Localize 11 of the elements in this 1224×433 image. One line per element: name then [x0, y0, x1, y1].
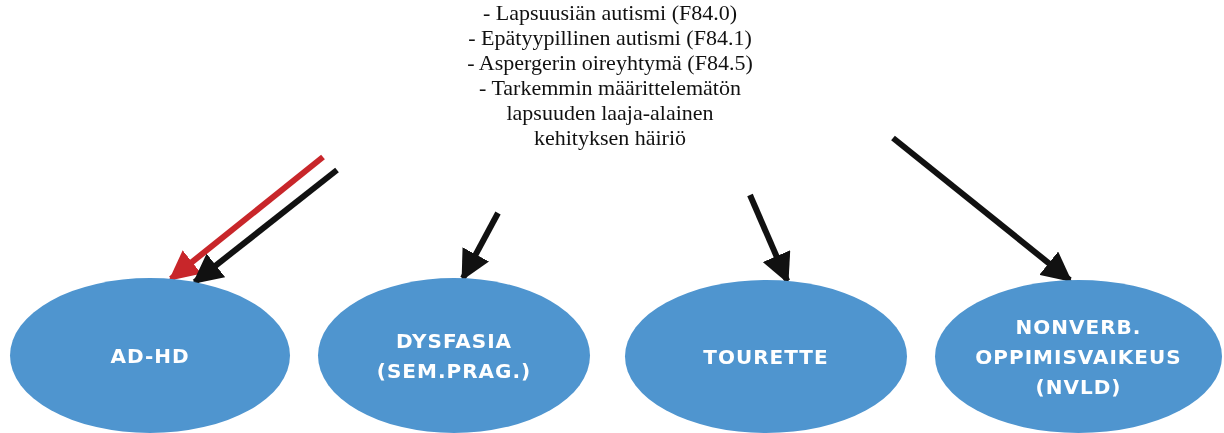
arrow [192, 167, 339, 285]
list-item: - Tarkemmin määrittelemätön lapsuuden laaja-alainen kehityksen häiriö [478, 75, 742, 150]
node-label: NONVERB. OPPIMISVAIKEUS (NVLD) [974, 313, 1183, 401]
arrow [891, 135, 1073, 283]
node-label: AD-HD [110, 342, 190, 370]
list-item: - Epätyypillinen autismi (F84.1) [468, 25, 752, 50]
node-label: TOURETTE [703, 343, 829, 371]
list-item: - Aspergerin oireyhtymä (F84.5) [467, 50, 753, 75]
arrow [460, 211, 501, 281]
list-item: - Lapsuusiän autismi (F84.0) [482, 0, 738, 25]
node-label: DYSFASIA (SEM.PRAG.) [375, 327, 533, 385]
